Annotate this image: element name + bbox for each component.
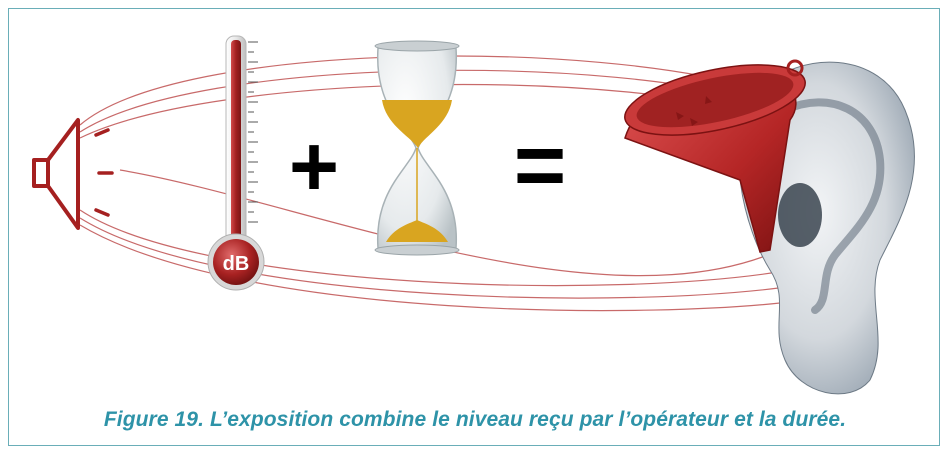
exposure-illustration: dB + = xyxy=(32,35,915,395)
equals-symbol: = xyxy=(514,116,567,216)
loudspeaker-icon xyxy=(32,118,80,230)
hourglass-icon xyxy=(374,40,460,256)
figure-caption: Figure 19. L’exposition combine le nivea… xyxy=(103,408,847,431)
funnel-icon xyxy=(624,59,806,253)
sound-emission-dashes xyxy=(94,128,114,217)
thermometer-unit-label: dB xyxy=(223,253,250,275)
plus-symbol: + xyxy=(289,119,339,215)
thermometer-icon: dB xyxy=(207,35,265,291)
